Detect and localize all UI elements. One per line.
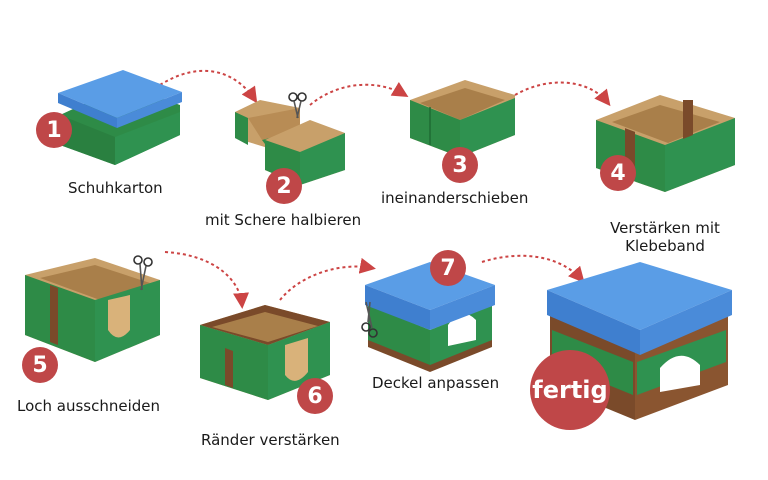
step-badge-5: 5 — [22, 347, 58, 383]
step-badge-3: 3 — [442, 147, 478, 183]
step-badge-1: 1 — [36, 112, 72, 148]
step-3-pushed-together — [410, 80, 515, 157]
step-label-2: mit Schere halbieren — [205, 211, 362, 229]
final-house — [547, 262, 732, 420]
scissors-icon — [288, 92, 307, 119]
scissors-icon — [361, 301, 378, 338]
arrow-5-6 — [164, 251, 250, 309]
arrow-1-2 — [159, 69, 258, 104]
step-badge-6: 6 — [297, 378, 333, 414]
arrow-6-7 — [279, 257, 376, 301]
arrow-3-4 — [514, 81, 611, 107]
step-badge-2: 2 — [266, 168, 302, 204]
step-badge-4: 4 — [600, 155, 636, 191]
arrow-2-3 — [309, 81, 409, 106]
step-7-lid — [361, 262, 495, 372]
step-6-edges — [200, 305, 330, 400]
final-badge: fertig — [530, 350, 610, 430]
scissors-icon — [133, 255, 153, 291]
step-label-5: Loch ausschneiden — [17, 397, 161, 415]
step-5-hole — [25, 255, 160, 362]
step-2-halved-box — [235, 92, 345, 185]
arrow-7-final — [481, 254, 585, 284]
step-label-3: ineinanderschieben — [381, 189, 529, 207]
step-label-1: Schuhkarton — [68, 179, 163, 197]
step-label-4: Verstärken mit Klebeband — [610, 219, 720, 255]
step-label-6: Ränder verstärken — [201, 431, 340, 449]
step-badge-7: 7 — [430, 250, 466, 286]
step-1-shoebox — [58, 70, 182, 165]
step-label-7: Deckel anpassen — [372, 374, 500, 392]
